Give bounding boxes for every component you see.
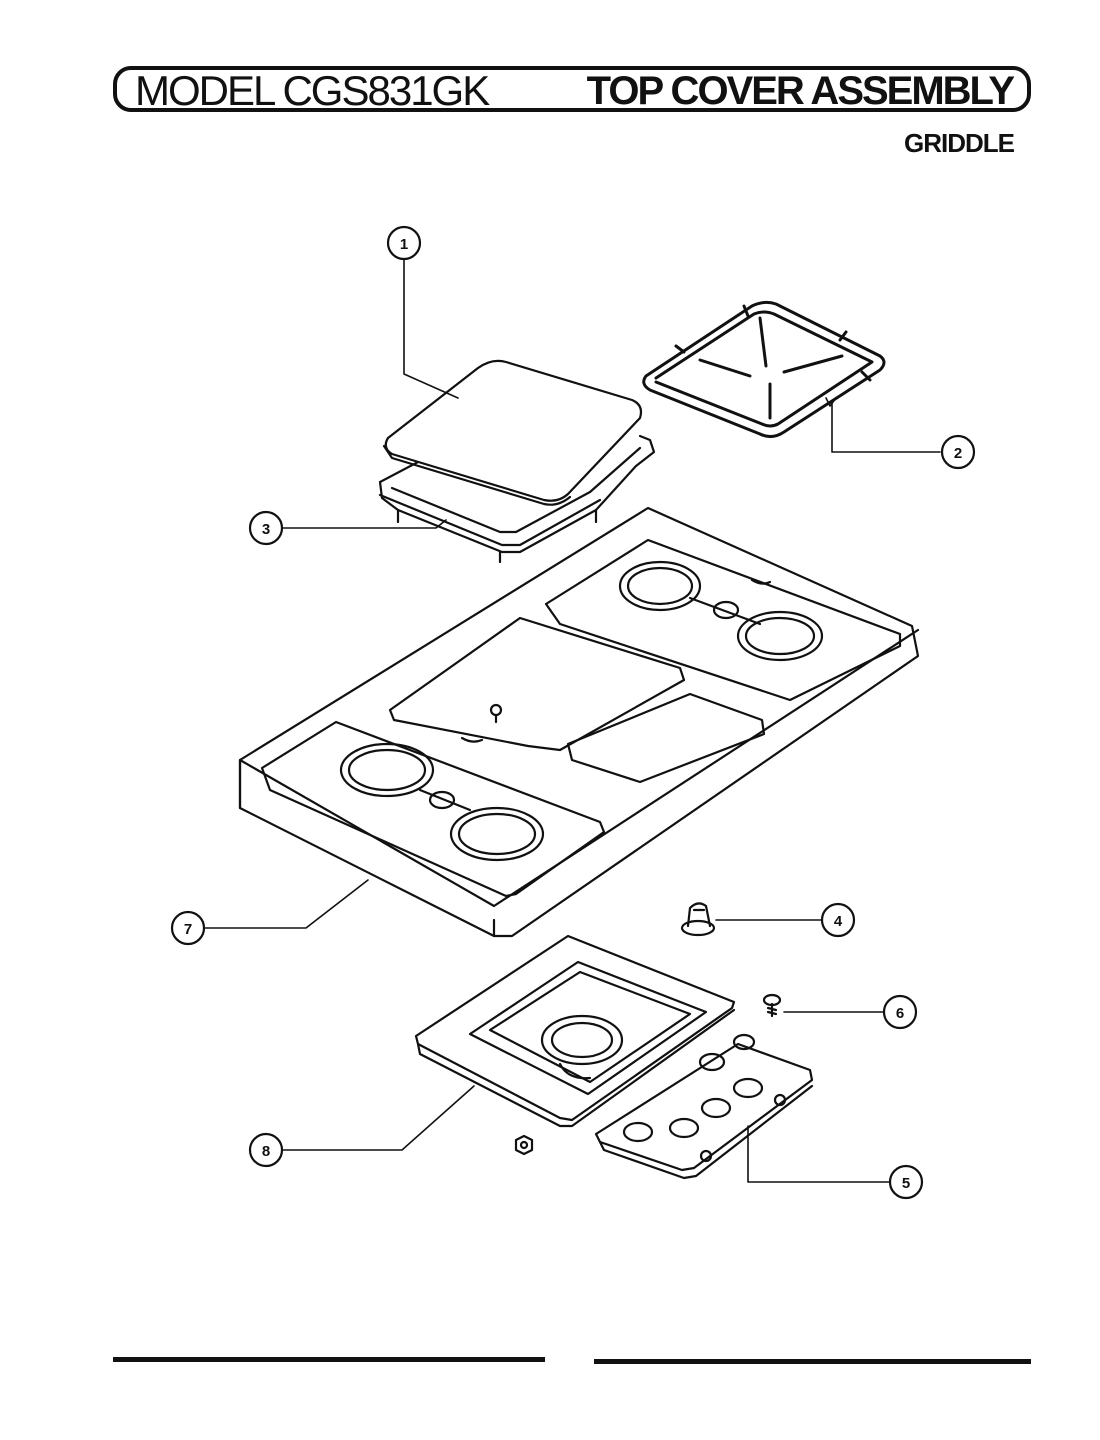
callout-3: 3 (248, 510, 284, 546)
footer-rule-left (113, 1357, 545, 1362)
callout-1-label: 1 (400, 236, 408, 253)
griddle-frame (378, 434, 656, 564)
leader-lines (203, 259, 941, 1183)
title-frame: MODEL CGS831GK TOP COVER ASSEMBLY (113, 66, 1031, 114)
callout-5: 5 (888, 1164, 924, 1200)
callout-8-label: 8 (262, 1143, 270, 1160)
callout-2: 2 (940, 434, 976, 470)
burner-box (414, 934, 736, 1128)
griddle-plate (382, 359, 643, 506)
section-subtitle: GRIDDLE (904, 128, 1015, 158)
callout-6-label: 6 (896, 1005, 904, 1022)
callout-6: 6 (882, 994, 918, 1030)
callout-1: 1 (386, 225, 422, 261)
callout-3-label: 3 (262, 521, 270, 538)
hex-nut (514, 1134, 534, 1156)
callout-7: 7 (170, 910, 206, 946)
screw (762, 993, 782, 1018)
callout-8: 8 (248, 1132, 284, 1168)
top-cover (238, 506, 920, 938)
footer-rule-right (594, 1359, 1031, 1364)
assembly-title: TOP COVER ASSEMBLY (586, 69, 1015, 113)
model-title: MODEL CGS831GK (135, 67, 490, 114)
callout-4-label: 4 (834, 913, 843, 930)
callout-5-label: 5 (902, 1175, 910, 1192)
control-knob (680, 902, 716, 937)
callout-7-label: 7 (184, 921, 192, 938)
callout-2-label: 2 (954, 445, 962, 462)
burner-grate (642, 300, 886, 439)
burner-cover-plate (594, 1033, 814, 1180)
callout-4: 4 (820, 902, 856, 938)
